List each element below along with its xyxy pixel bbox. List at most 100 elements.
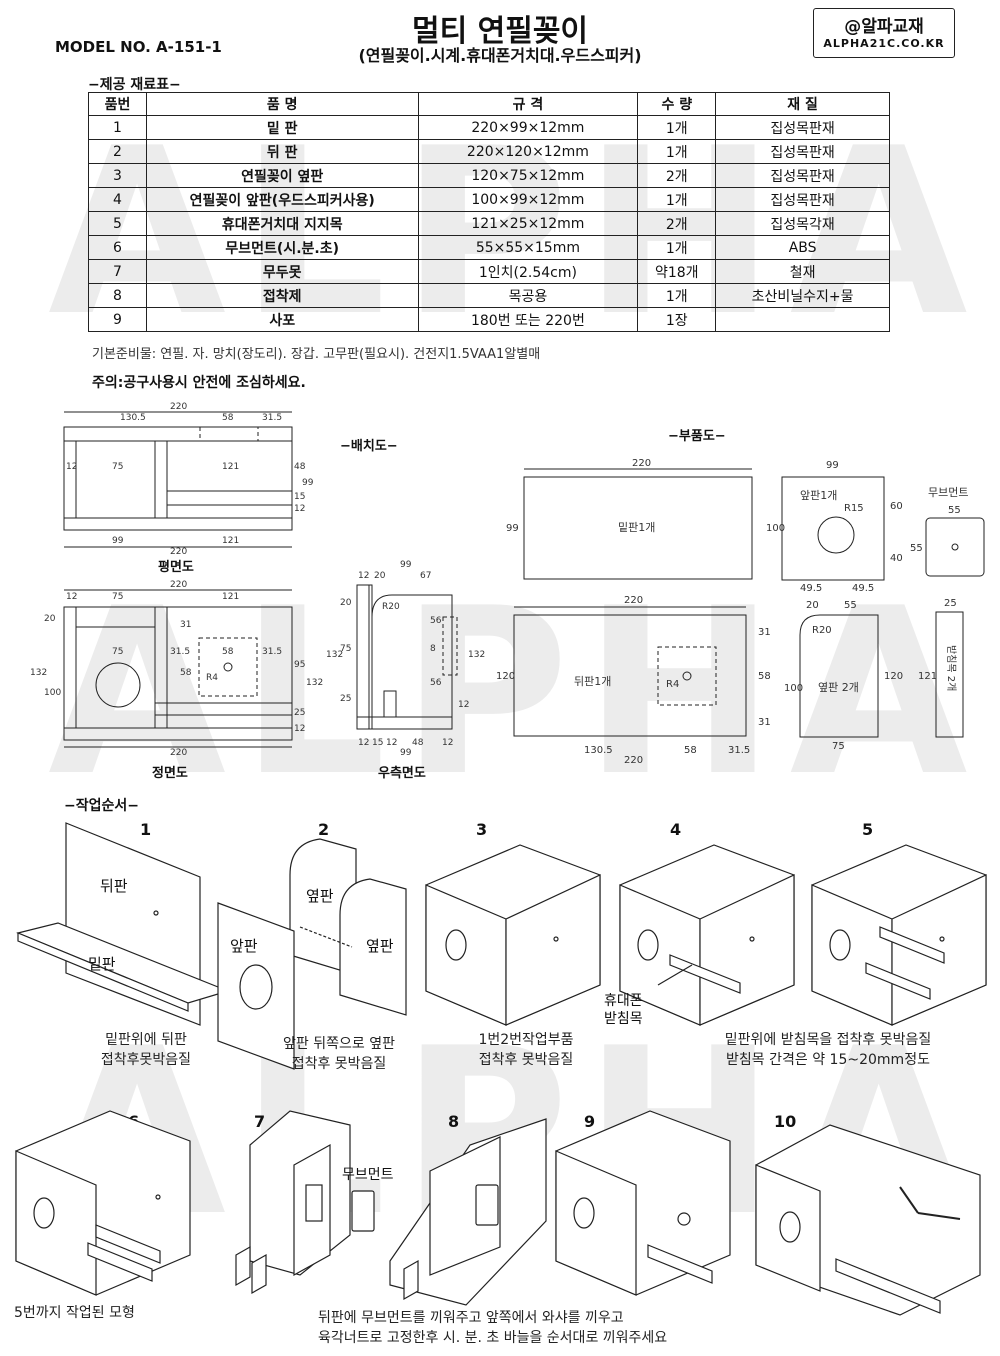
brand-name: @알파교재: [844, 17, 924, 37]
hole-mark: [553, 936, 559, 942]
caption-line: 1번2번작업부품: [478, 1032, 574, 1048]
step-number: 3: [476, 820, 487, 839]
table-cell: 1개: [637, 283, 717, 308]
table-cell: 9: [88, 307, 147, 332]
table-cell: 1장: [637, 307, 717, 332]
step-label: 옆판: [306, 887, 334, 905]
part-movement: 무브먼트 55 55: [910, 486, 985, 577]
step-1-caption: 밑판위에 뒤판 접착후못박음질: [56, 1030, 236, 1070]
step-label: 뒤판: [100, 877, 128, 895]
step-10-illustration: 10: [755, 1112, 981, 1316]
dim-label: R20: [382, 602, 400, 612]
dim-label: 75: [112, 462, 123, 472]
table-cell: 집성목판재: [715, 163, 890, 188]
dim-label: 75: [832, 741, 845, 752]
support-block: [95, 1224, 161, 1264]
dim-label: 120: [884, 671, 903, 682]
dim-label: 75: [112, 592, 123, 602]
shaft-hole: [682, 671, 692, 681]
step-6-illustration: 6: [15, 1110, 191, 1296]
dim-label: 99: [400, 560, 412, 570]
materials-title: −제공 재료표−: [88, 77, 181, 93]
dim-label: 25: [944, 598, 957, 609]
side-view-label: 우측면도: [378, 765, 426, 781]
dim-label: 12: [294, 504, 305, 514]
table-cell: 180번 또는 220번: [417, 307, 639, 332]
part-support: 25 121 받침목 2개: [918, 598, 964, 738]
table-cell: 2개: [637, 163, 717, 188]
part-outline: [935, 611, 964, 738]
table-cell: 1개: [637, 187, 717, 212]
side-view: 99 12 20 67 R20 56 8 56 132 75 25 132 12…: [326, 560, 485, 781]
hole-mark: [749, 936, 755, 942]
table-cell: 연필꽂이 옆판: [145, 163, 419, 188]
dim-label: 12: [442, 738, 453, 748]
speaker-hole: [33, 1197, 55, 1229]
step-label: 무브먼트: [342, 1167, 394, 1183]
dim-label: 58: [222, 413, 234, 423]
part-label: 받침목 2개: [945, 645, 957, 691]
support-block: [647, 1244, 713, 1284]
part-outline: [513, 614, 747, 737]
safety-caution: 주의:공구사용시 안전에 조심하세요.: [92, 375, 306, 391]
dim-label: 31.5: [262, 647, 282, 657]
step-label: 앞판: [230, 937, 258, 955]
table-cell: 집성목판재: [715, 115, 890, 140]
dim-label: 75: [340, 644, 351, 654]
leader-line: [657, 964, 693, 986]
page-title: 멀티 연필꽂이: [411, 14, 589, 49]
caption-line: 뒤판에 무브먼트를 끼워주고 앞쪽에서 와샤를 끼우고: [318, 1310, 624, 1326]
dim-label: 132: [30, 668, 47, 678]
layout-drawing-group: −배치도− −부품도− 220 130.5 58 31.5 12 75 121 …: [30, 402, 985, 781]
dim-label: 49.5: [852, 583, 874, 594]
table-cell: 5: [88, 211, 147, 236]
step-7-10-caption: 뒤판에 무브먼트를 끼워주고 앞쪽에서 와샤를 끼우고 육각너트로 고정한후 시…: [318, 1308, 818, 1348]
step-8-illustration: 8: [389, 1112, 547, 1306]
dim-label: 99: [506, 523, 519, 534]
speaker-hole: [817, 516, 855, 554]
table-cell: 1개: [637, 115, 717, 140]
table-cell: 121×25×12mm: [417, 211, 639, 236]
caption-line: 접착후 못박음질: [291, 1056, 387, 1072]
table-cell: 2개: [637, 211, 717, 236]
dim-label: 56: [430, 678, 442, 688]
dim-label: 95: [294, 660, 305, 670]
col-header: 규 격: [417, 92, 639, 116]
dim-label: 12: [386, 738, 397, 748]
dim-label: 121: [222, 536, 239, 546]
dim-label: 100: [766, 523, 785, 534]
dim-label: 31: [180, 620, 191, 630]
movement-box: [475, 1184, 499, 1226]
part-back-plate: 220 120 뒤판1개 R4 31 58 31 130.5 58 31.5 2…: [496, 595, 771, 766]
table-cell: 1개: [637, 139, 717, 164]
step-1-illustration: 1 뒤판 밑판: [16, 820, 230, 1026]
dim-label: 121: [222, 462, 239, 472]
dim-label: 48: [294, 462, 306, 472]
part-label: 뒤판1개: [574, 675, 611, 688]
dim-label: R4: [206, 673, 218, 683]
model-number: MODEL NO. A-151-1: [55, 38, 222, 56]
step-5-illustration: 5: [811, 820, 987, 1026]
table-cell: 집성목판재: [715, 139, 890, 164]
dim-label: 121: [222, 592, 239, 602]
dim-label: 15: [372, 738, 383, 748]
step-number: 9: [584, 1112, 595, 1131]
dim-label: 12: [358, 571, 369, 581]
dim-label: 12: [294, 724, 305, 734]
table-cell: 집성목판재: [715, 187, 890, 212]
table-cell: 4: [88, 187, 147, 212]
table-cell: 무브먼트(시.분.초): [145, 235, 419, 260]
dim-label: 99: [826, 460, 839, 471]
table-cell: 100×99×12mm: [417, 187, 639, 212]
base-board-shape: [699, 874, 795, 1026]
side-back-board: [356, 584, 370, 730]
dim-label: R20: [812, 625, 832, 636]
dim-label: 20: [374, 571, 386, 581]
dim-label: 220: [632, 458, 651, 469]
plan-view: 220 130.5 58 31.5 12 75 121 48 99 15 12 …: [63, 402, 314, 575]
